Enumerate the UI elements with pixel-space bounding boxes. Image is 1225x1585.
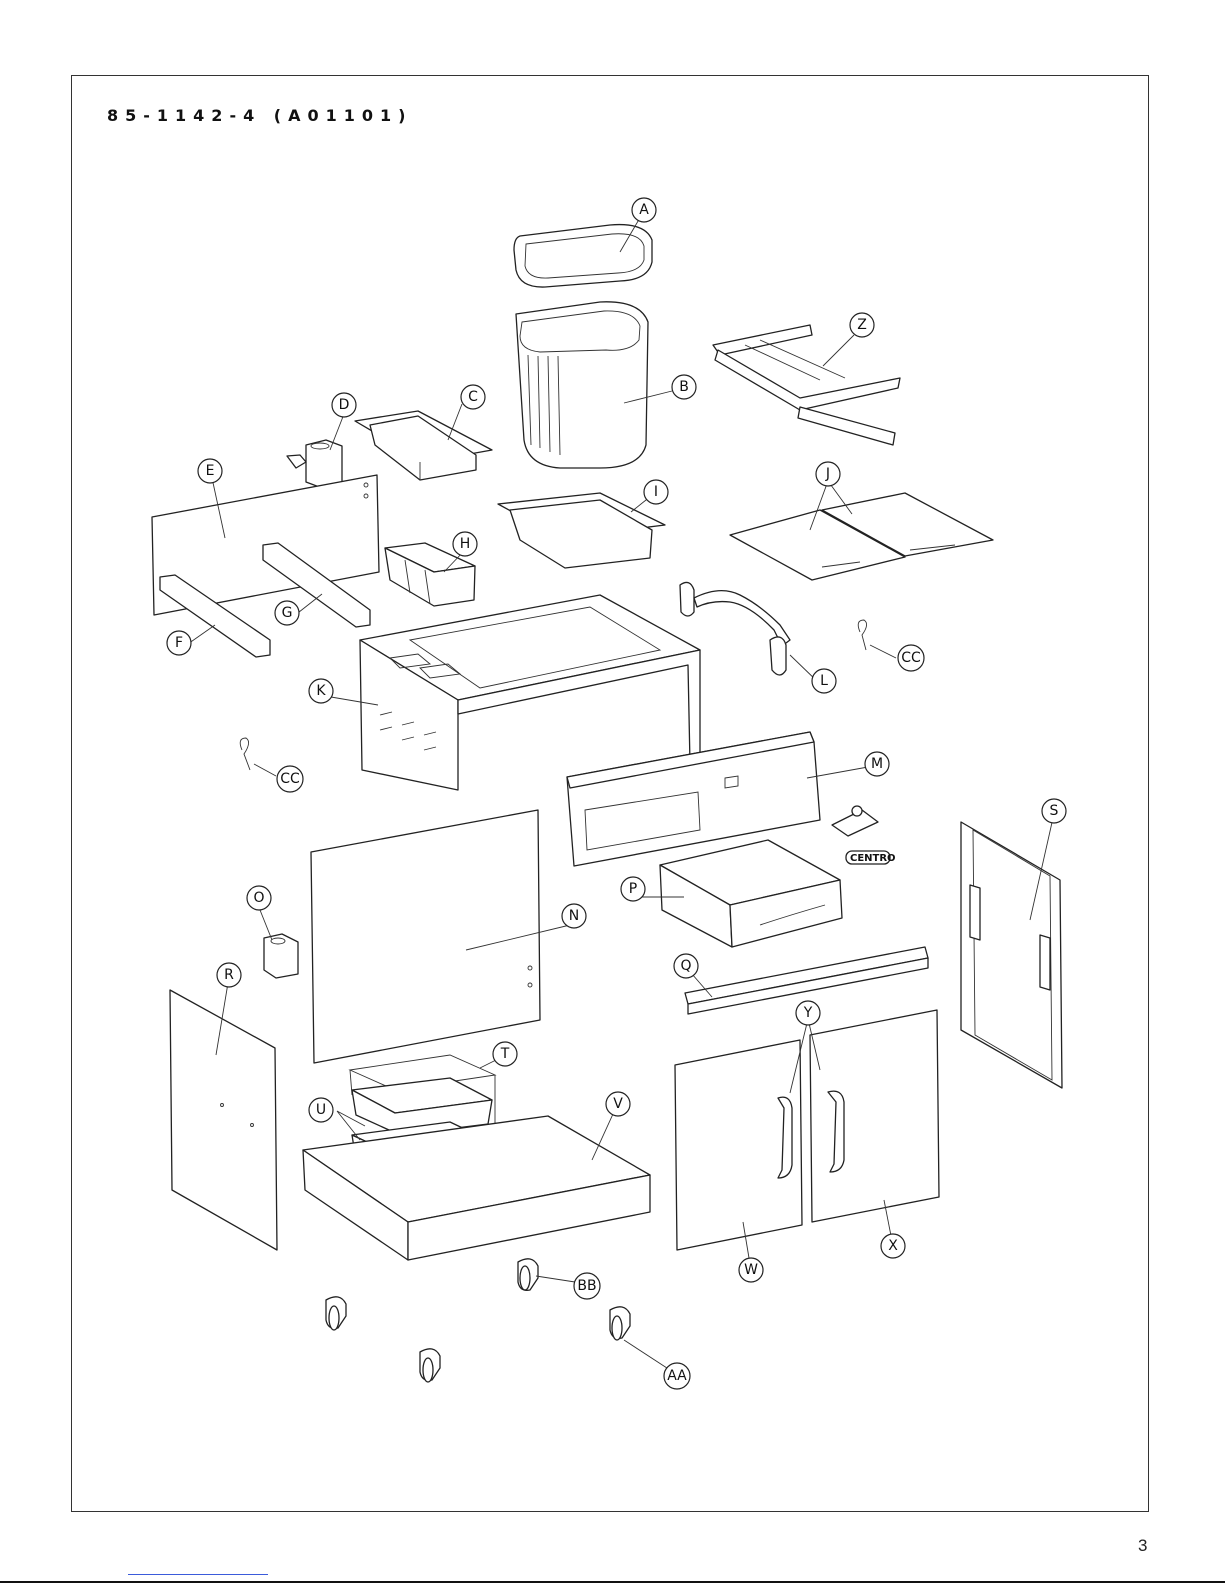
callout-o: O bbox=[247, 886, 271, 910]
callout-z: Z bbox=[850, 313, 874, 337]
callout-e: E bbox=[198, 459, 222, 483]
callout-label: W bbox=[744, 1262, 758, 1278]
callout-label: I bbox=[654, 484, 658, 500]
callout-label: P bbox=[629, 881, 637, 897]
callout-label: L bbox=[820, 673, 828, 689]
callout-label: Y bbox=[803, 1005, 813, 1021]
part-x-door bbox=[810, 1010, 939, 1222]
callout-l: L bbox=[812, 669, 836, 693]
callout-aa: AA bbox=[664, 1363, 690, 1389]
callout-u: U bbox=[309, 1098, 333, 1122]
caster-bb bbox=[518, 1259, 538, 1291]
callout-label: M bbox=[871, 756, 883, 772]
callout-r: R bbox=[217, 963, 241, 987]
callout-n: N bbox=[562, 904, 586, 928]
callout-label: C bbox=[468, 389, 478, 405]
part-a-lid bbox=[514, 225, 652, 287]
callout-label: A bbox=[639, 202, 649, 218]
part-i-pan bbox=[498, 493, 665, 568]
callout-cc-right: CC bbox=[898, 645, 924, 671]
footer-link-underline[interactable] bbox=[128, 1574, 268, 1575]
callout-label: O bbox=[253, 890, 264, 906]
callout-label: AA bbox=[667, 1368, 687, 1384]
hook-cc-right bbox=[858, 620, 866, 650]
callout-label: V bbox=[613, 1096, 623, 1112]
footer-rule bbox=[0, 1581, 1225, 1583]
callout-f: F bbox=[167, 631, 191, 655]
caster-middle bbox=[420, 1349, 440, 1382]
callout-label: H bbox=[460, 536, 471, 552]
callout-w: W bbox=[739, 1258, 763, 1282]
part-j-boards bbox=[730, 493, 993, 580]
callout-j: J bbox=[816, 462, 840, 486]
part-o-bracket bbox=[264, 934, 298, 978]
callout-label: CC bbox=[280, 771, 300, 787]
callout-label: U bbox=[316, 1102, 326, 1118]
callout-q: Q bbox=[674, 954, 698, 978]
callout-label: J bbox=[825, 466, 830, 482]
page-number: 3 bbox=[1138, 1536, 1147, 1556]
callout-t: T bbox=[493, 1042, 517, 1066]
callout-label: BB bbox=[577, 1278, 596, 1294]
part-c-tray bbox=[355, 411, 492, 480]
callout-bb: BB bbox=[574, 1273, 600, 1299]
callout-label: T bbox=[500, 1046, 510, 1062]
callout-v: V bbox=[606, 1092, 630, 1116]
callout-h: H bbox=[453, 532, 477, 556]
callout-label: G bbox=[282, 605, 293, 621]
part-z-bracket bbox=[713, 325, 900, 445]
callout-label: CC bbox=[901, 650, 921, 666]
callout-x: X bbox=[881, 1234, 905, 1258]
brand-logo-text: CENTRO bbox=[850, 853, 896, 864]
callout-label: N bbox=[569, 908, 579, 924]
callout-s: S bbox=[1042, 799, 1066, 823]
callout-label: X bbox=[888, 1238, 898, 1254]
callout-label: F bbox=[175, 635, 183, 651]
callout-label: Q bbox=[680, 958, 691, 974]
callout-cc-left: CC bbox=[277, 766, 303, 792]
brand-logo: CENTRO bbox=[846, 851, 896, 864]
callout-label: K bbox=[316, 683, 326, 699]
callout-c: C bbox=[461, 385, 485, 409]
callout-label: S bbox=[1050, 803, 1059, 819]
part-s-side-door bbox=[961, 822, 1062, 1088]
part-w-door bbox=[675, 1040, 802, 1250]
part-n-side-panel bbox=[311, 810, 540, 1063]
caster-aa bbox=[610, 1307, 630, 1340]
callout-label: B bbox=[679, 379, 689, 395]
part-b-bin bbox=[516, 302, 648, 468]
part-r-side-panel bbox=[170, 990, 277, 1250]
callout-label: E bbox=[206, 463, 215, 479]
callout-a: A bbox=[632, 198, 656, 222]
callout-label: Z bbox=[857, 317, 867, 333]
callout-k: K bbox=[309, 679, 333, 703]
caster-left bbox=[326, 1297, 346, 1330]
callout-i: I bbox=[644, 480, 668, 504]
towel-hanger bbox=[832, 806, 878, 836]
callout-m: M bbox=[865, 752, 889, 776]
callout-p: P bbox=[621, 877, 645, 901]
hook-cc-left bbox=[240, 738, 250, 770]
callout-label: R bbox=[224, 967, 234, 983]
callout-g: G bbox=[275, 601, 299, 625]
part-d-bracket bbox=[287, 440, 342, 488]
callout-y: Y bbox=[796, 1001, 820, 1025]
callout-label: D bbox=[339, 397, 350, 413]
callout-b: B bbox=[672, 375, 696, 399]
callout-d: D bbox=[332, 393, 356, 417]
part-p-drawer bbox=[660, 840, 842, 947]
part-k-top-frame bbox=[360, 595, 700, 790]
